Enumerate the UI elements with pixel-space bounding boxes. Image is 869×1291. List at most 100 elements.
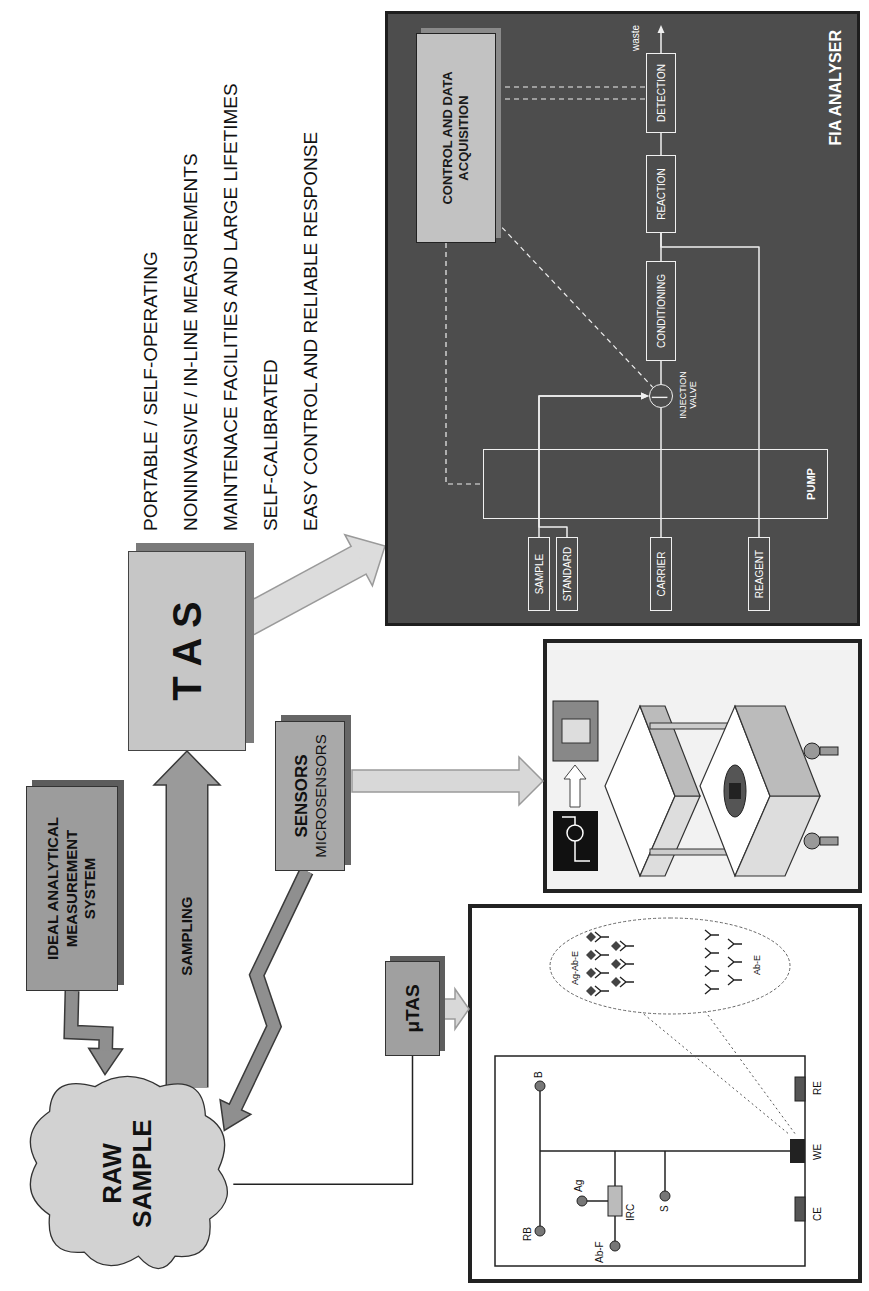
microsystem-inset-part	[790, 1139, 805, 1163]
connector-part	[496, 221, 653, 387]
microsystem-inset-part	[595, 986, 609, 996]
node-text: PUMP	[805, 468, 817, 500]
reservoir-label: B	[533, 1071, 545, 1078]
microsystem-inset-part	[795, 1197, 805, 1221]
process-box: STANDARD	[556, 537, 578, 611]
microsystem-inset-part	[608, 1186, 622, 1216]
feature-note: EASY CONTROL AND RELIABLE RESPONSE	[300, 132, 323, 531]
microsystem-inset-part	[620, 977, 634, 987]
sensor-block: SENSORSMICROSENSORS	[275, 721, 345, 871]
connector-part	[235, 871, 307, 1109]
connector	[661, 133, 662, 155]
connector	[661, 361, 662, 384]
feature-note: NONINVASIVE / IN-LINE MEASUREMENTS	[180, 153, 203, 531]
layer-label: Ag-Ab-E	[570, 951, 581, 985]
inset-pointer-arrow-part	[444, 989, 469, 1029]
reservoir-label: Ag	[573, 1180, 585, 1192]
sensor-inset-part	[545, 641, 860, 891]
connector-part	[166, 783, 209, 1088]
process-box: REAGENT	[748, 537, 770, 611]
node-text: CARRIER	[656, 552, 667, 597]
connector-part	[641, 393, 649, 400]
microsystem-inset-part	[611, 959, 621, 969]
microsystem-inset-part	[595, 950, 609, 960]
sensor-inset-part	[640, 706, 700, 796]
reservoir-label: RB	[522, 1227, 534, 1241]
outlet-label: waste	[630, 25, 642, 51]
connector	[661, 408, 662, 537]
system-box: IDEAL ANALYTICAL MEASUREMENT SYSTEM	[26, 786, 118, 991]
sensor-inset-part	[562, 719, 590, 743]
connector-part	[660, 408, 662, 537]
connector-part	[246, 559, 360, 621]
microsystem-inset-part	[728, 939, 742, 949]
connector-part	[660, 133, 662, 155]
connector-part	[641, 393, 649, 400]
microsystem-inset-part	[611, 977, 621, 987]
node-text: MICROSENSORS	[312, 734, 329, 857]
connector-part	[496, 98, 646, 99]
connector	[246, 535, 385, 621]
process-box: CONDITIONING	[646, 261, 676, 361]
node-text: DETECTION	[656, 64, 667, 122]
node-text: REACTION	[656, 168, 667, 220]
connector-part	[539, 396, 643, 537]
node-text: RAW SAMPLE	[98, 1098, 158, 1249]
sensor-inset-part	[804, 833, 820, 849]
connector-part	[71, 991, 106, 1051]
process-box: REACTION	[646, 155, 676, 233]
sensor-inset-part	[564, 765, 586, 807]
node-text: CONTROL AND DATA ACQUISITION	[440, 64, 473, 212]
inset-pointer-arrow	[352, 757, 543, 1029]
electrode-label: RE	[812, 1081, 824, 1095]
microsystem-block: μTAS	[385, 961, 440, 1056]
microsystem-inset-part	[705, 1011, 796, 1135]
connector-part	[246, 559, 360, 621]
node-text: CONDITIONING	[656, 274, 667, 348]
microsystem-inset-part	[470, 906, 860, 1281]
connector	[233, 1056, 412, 1184]
microsystem-inset-part	[610, 1241, 620, 1251]
sensor-inset	[545, 641, 860, 891]
sensor-inset-part	[729, 783, 741, 799]
node-text: FIA ANALYSER	[827, 30, 845, 146]
node-text: μTAS	[402, 984, 424, 1032]
valve-symbol	[652, 397, 668, 398]
connector	[446, 243, 483, 484]
microsystem-inset-part	[586, 932, 596, 942]
microsystem-inset-part	[705, 948, 719, 958]
connector-part	[71, 991, 106, 1051]
reservoir-label: S	[659, 1205, 671, 1212]
microsystem-inset-part	[587, 1200, 608, 1202]
feature-note: MAINTENACE FACILITIES AND LARGE LIFETIME…	[220, 83, 243, 531]
electrode-label: WE	[812, 1144, 824, 1160]
analyser-panel: FIA ANALYSER SAMPLE STANDARD CARRIER REAGENT…	[385, 11, 860, 626]
cloud-outline	[30, 1076, 227, 1268]
sensor-inset-part	[640, 796, 700, 876]
microsystem-inset-part	[535, 1226, 545, 1236]
waste-arrow	[658, 25, 665, 53]
sensor-inset-part	[553, 811, 598, 871]
connector	[220, 871, 306, 1131]
connector-part	[539, 396, 643, 537]
microsystem-inset-part	[728, 957, 742, 967]
microsystem-inset-part	[611, 941, 621, 951]
node-text: SENSORS	[292, 754, 312, 837]
microsystem-inset-part	[586, 986, 596, 996]
connector-part	[660, 31, 662, 53]
microsystem-inset-part	[660, 1191, 670, 1201]
process-box: SAMPLE	[528, 537, 550, 611]
microsystem-inset-part	[620, 941, 634, 951]
sensor-inset-part	[575, 841, 590, 861]
layer-label: Ab-E	[752, 955, 763, 975]
connector-part	[496, 86, 646, 87]
microsystem-inset-part	[577, 1196, 587, 1206]
process-box: CARRIER	[650, 537, 672, 611]
inset-pointer-arrow-part	[352, 757, 543, 805]
node-text: SAMPLE	[534, 554, 545, 595]
microsystem-inset-part	[535, 1081, 545, 1091]
connector-part	[89, 1048, 123, 1074]
sensor-inset-part	[735, 796, 820, 876]
edge-label: SAMPLING	[178, 893, 196, 980]
